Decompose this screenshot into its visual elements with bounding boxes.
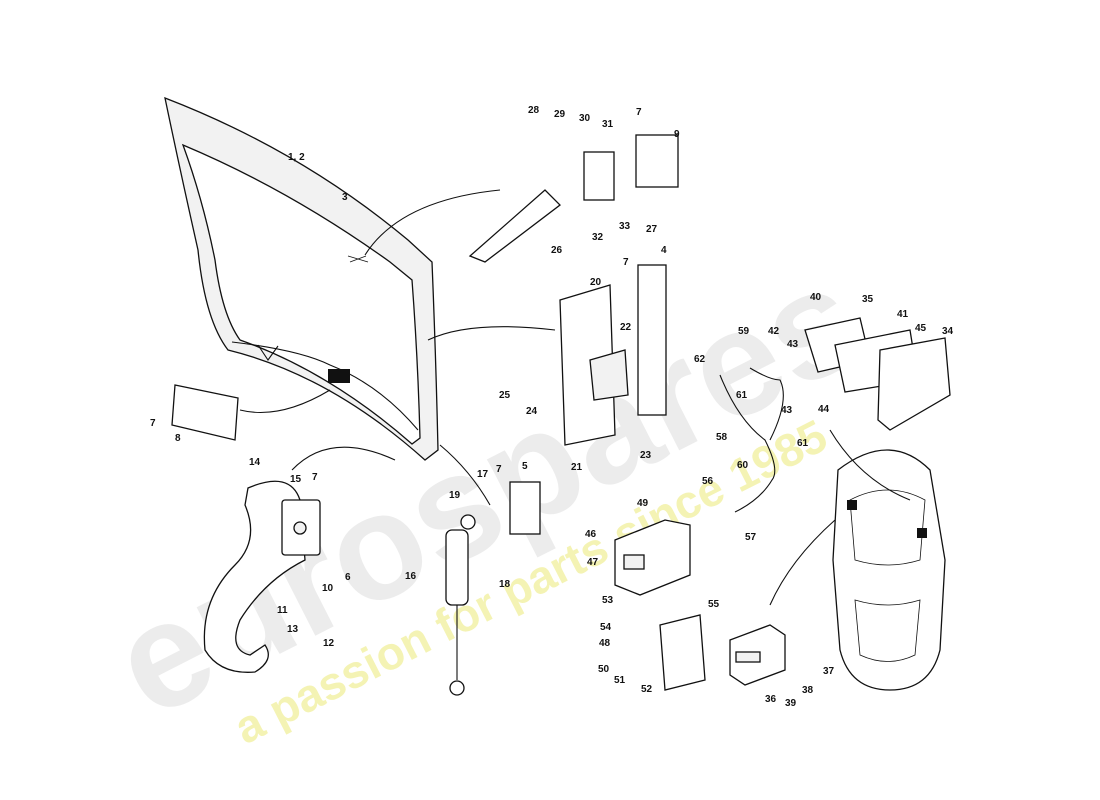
callout-61: 61 [736, 390, 748, 401]
callout-42: 42 [768, 326, 780, 337]
callout-30: 30 [579, 113, 591, 124]
callout-21: 21 [571, 462, 583, 473]
hinge-bracket-upper [468, 134, 679, 263]
callout-1-2: 1, 2 [288, 152, 305, 163]
callout-62: 62 [694, 354, 706, 365]
callout-13: 13 [287, 624, 299, 635]
pointer-arrows [239, 189, 911, 606]
tailgate-frame [164, 96, 439, 461]
callout-24: 24 [526, 406, 538, 417]
callout-7: 7 [150, 418, 156, 429]
callout-6: 6 [345, 572, 351, 583]
callout-11: 11 [277, 605, 288, 616]
callout-40: 40 [810, 292, 822, 303]
callout-41: 41 [897, 309, 909, 320]
callout-37: 37 [823, 666, 835, 677]
callout-39: 39 [785, 698, 797, 709]
callout-34: 34 [942, 326, 954, 337]
callout-38: 38 [802, 685, 814, 696]
callout-36: 36 [765, 694, 777, 705]
callout-60: 60 [737, 460, 749, 471]
vehicle-top-view [832, 449, 946, 691]
callout-47: 47 [587, 557, 599, 568]
callout-55: 55 [708, 599, 720, 610]
hinge-arm [203, 480, 321, 673]
callout-54: 54 [600, 622, 612, 633]
plate-8 [171, 384, 239, 441]
callout-58: 58 [716, 432, 728, 443]
callout-3: 3 [342, 192, 348, 203]
callout-15: 15 [290, 474, 302, 485]
callout-52: 52 [641, 684, 653, 695]
callout-20: 20 [590, 277, 602, 288]
callout-17: 17 [477, 469, 489, 480]
callout-8: 8 [175, 433, 181, 444]
callout-43: 43 [781, 405, 793, 416]
callout-31: 31 [602, 119, 614, 130]
callout-12: 12 [323, 638, 335, 649]
callout-50: 50 [598, 664, 610, 675]
callout-28: 28 [528, 105, 540, 116]
switch-module [729, 624, 786, 686]
callout-45: 45 [915, 323, 927, 334]
callout-46: 46 [585, 529, 597, 540]
callout-25: 25 [499, 390, 511, 401]
callout-26: 26 [551, 245, 563, 256]
callout-53: 53 [602, 595, 614, 606]
callout-14: 14 [249, 457, 261, 468]
callout-7: 7 [496, 464, 502, 475]
callout-43: 43 [787, 339, 799, 350]
callout-48: 48 [599, 638, 611, 649]
callout-57: 57 [745, 532, 757, 543]
callout-7: 7 [623, 257, 629, 268]
plate-5 [509, 481, 541, 535]
latch-assembly [804, 317, 951, 431]
callout-32: 32 [592, 232, 604, 243]
callout-23: 23 [640, 450, 652, 461]
callout-51: 51 [614, 675, 626, 686]
callout-61: 61 [797, 438, 809, 449]
gas-strut [445, 514, 476, 696]
release-cable [719, 367, 784, 513]
lower-bracket [659, 614, 706, 691]
callout-9: 9 [674, 129, 680, 140]
callout-27: 27 [646, 224, 658, 235]
callout-22: 22 [620, 322, 632, 333]
callout-49: 49 [637, 498, 649, 509]
callout-7: 7 [636, 107, 642, 118]
callout-10: 10 [322, 583, 334, 594]
release-handle [614, 519, 691, 596]
callout-7: 7 [312, 472, 318, 483]
callout-44: 44 [818, 404, 830, 415]
callout-59: 59 [738, 326, 750, 337]
striker-plate [559, 264, 667, 446]
callout-4: 4 [661, 245, 667, 256]
callout-labels: 1, 2 3 4 5 6 7 7 7 7 7 8 9 10 11 12 13 1… [150, 105, 954, 709]
callout-18: 18 [499, 579, 511, 590]
callout-35: 35 [862, 294, 874, 305]
callout-29: 29 [554, 109, 566, 120]
callout-5: 5 [522, 461, 528, 472]
callout-16: 16 [405, 571, 417, 582]
callout-33: 33 [619, 221, 631, 232]
callout-19: 19 [449, 490, 461, 501]
callout-56: 56 [702, 476, 714, 487]
